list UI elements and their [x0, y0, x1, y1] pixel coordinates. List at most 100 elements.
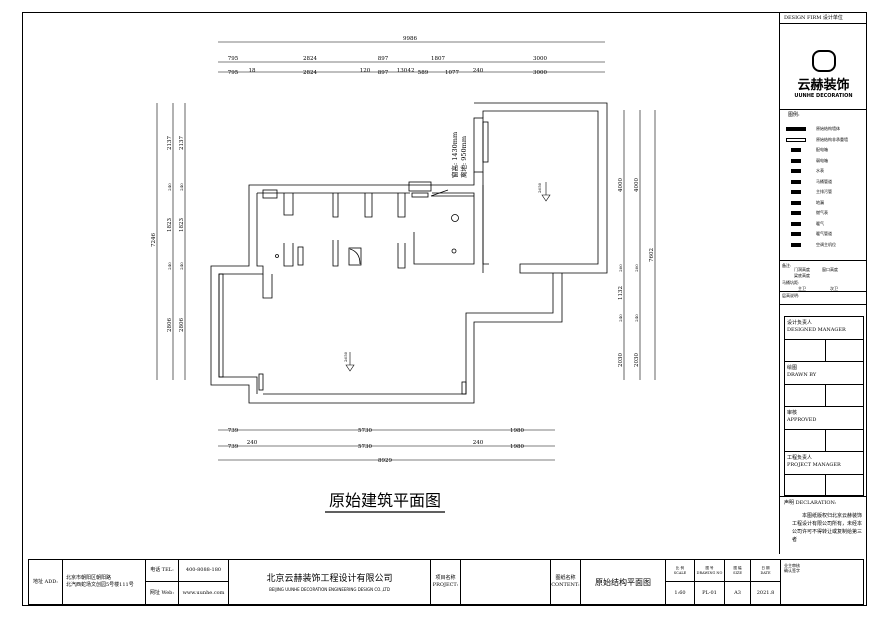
dim-label: 3000: [533, 70, 547, 76]
dim-label: 2030: [618, 353, 624, 367]
window-note: 窗高: 1430mm: [450, 132, 459, 178]
dim-label: 589: [418, 70, 429, 76]
legend-item: 原始结构非承重墙: [786, 135, 866, 146]
legend-symbol-icon: [786, 137, 806, 142]
dim-label: 3000: [533, 56, 547, 62]
legend-label: 配电箱: [816, 147, 828, 153]
legend-symbol-icon: [791, 158, 801, 163]
legend-item: 燃气表: [786, 208, 866, 219]
left-dimension-labels: 7246 2137 240 1823 240 2806 2137 240 182…: [151, 136, 185, 332]
dim-label: 2137: [167, 136, 173, 150]
dim-label: 1980: [510, 428, 524, 434]
legend-label: 燃气表: [816, 210, 828, 216]
dim-label: 240: [179, 183, 184, 191]
dim-label: 2806: [179, 318, 185, 332]
legend-item: 暖气: [786, 219, 866, 230]
legend-label: 水表: [816, 168, 824, 174]
dim-label: 739: [228, 428, 239, 434]
declaration-text: 本图纸版权归北京云赫装饰工程设计有限公司所有，未经本公司许可不得转让或复制给第三…: [792, 513, 863, 543]
note: 窗口高度: [822, 267, 838, 272]
tel-value: 400-8088-180: [179, 560, 229, 582]
dim-label: 42: [408, 68, 415, 74]
note: 层高说明:: [782, 293, 800, 298]
legend-label: 原始结构墙体: [816, 126, 840, 132]
dim-label: 130: [397, 68, 408, 74]
dim-label: 200: [618, 264, 623, 272]
dim-label: 897: [378, 56, 389, 62]
dim-label: 1132: [618, 286, 624, 300]
notes-label: 备注:: [782, 263, 792, 268]
dimension-labels: 9986 795 2824 897 1807 3000 795 18 2824 …: [228, 36, 548, 76]
dim-label: 240: [618, 314, 623, 322]
drawing-no-value: PL-01: [695, 582, 725, 604]
ceiling-height-label: 2650: [537, 182, 542, 193]
dim-label: 240: [473, 68, 484, 74]
signature-field[interactable]: [785, 340, 863, 362]
web-value: www.uunhe.com: [179, 582, 229, 604]
legend: 原始结构墙体原始结构非承重墙配电箱弱电箱水表马桶管道主排污管地漏燃气表暖气暖气管…: [786, 124, 866, 250]
tel-label: 电话 TEL:: [146, 560, 179, 582]
dim-label: 739: [228, 444, 239, 450]
dim-label: 8929: [378, 458, 392, 464]
floor-plan: 2650 2650 窗高: 1430mm 离地: 950mm 9986 795 …: [151, 36, 656, 513]
legend-title: 图例:: [788, 112, 800, 118]
dim-label: 9986: [403, 36, 417, 42]
dim-label: 240: [167, 183, 172, 191]
window: [473, 117, 484, 173]
legend-item: 配电箱: [786, 145, 866, 156]
date-label: 日 期 DATE: [751, 560, 781, 582]
content-label: 图纸名称 CONTENT:: [551, 560, 581, 604]
note: 门洞高度: [794, 267, 810, 272]
legend-symbol-icon: [791, 169, 801, 174]
legend-symbol-icon: [791, 179, 801, 184]
signature-field[interactable]: [785, 385, 863, 407]
content-value: 原始结构平面图: [581, 560, 666, 604]
legend-symbol-icon: [791, 232, 801, 237]
dim-label: 18: [249, 68, 256, 74]
drawing-frame: [22, 12, 867, 606]
dimension-lines: [156, 41, 656, 461]
legend-symbol-icon: [791, 242, 801, 247]
legend-label: 马桶管道: [816, 178, 832, 184]
address-label: 地址 ADD:: [29, 560, 63, 604]
title-block: 地址 ADD: 北京市朝阳区朝阳路北汽西蛇场文创园5号楼111号 电话 TEL:…: [28, 559, 864, 605]
legend-label: 原始结构非承重墙: [816, 136, 848, 142]
dim-label: 240: [247, 440, 258, 446]
note: 次卫: [830, 286, 838, 291]
walls: [210, 102, 608, 404]
drawing-no-label: 图 号 DRAWING NO: [695, 560, 725, 582]
dim-label: 240: [473, 440, 484, 446]
ceiling-height-label: 2650: [343, 351, 348, 362]
size-value: A3: [725, 582, 751, 604]
scale-value: 1:60: [666, 582, 695, 604]
logo: 云赫装饰 UUNHE DECORATION: [780, 24, 867, 110]
signature-field[interactable]: [785, 475, 863, 497]
dim-label: 1823: [179, 218, 185, 232]
scale-label: 比 例 SCALE: [666, 560, 695, 582]
legend-item: 暖气管道: [786, 229, 866, 240]
legend-label: 主排污管: [816, 189, 832, 195]
legend-item: 马桶管道: [786, 177, 866, 188]
dim-label: 5730: [358, 428, 372, 434]
dim-label: 795: [228, 56, 239, 62]
legend-label: 空调主机位: [816, 241, 836, 247]
dim-label: 7602: [649, 248, 655, 262]
bottom-dimension-labels: 739 5730 1980 739 240 5730 240 1980 8929: [228, 428, 525, 464]
legend-item: 弱电箱: [786, 156, 866, 167]
dim-label: 2824: [303, 70, 317, 76]
dim-label: 7246: [151, 233, 157, 247]
owner-approval: 业主审核 确认签字: [784, 563, 800, 573]
design-firm-label: DESIGN FIRM 设计单位: [780, 12, 867, 24]
dim-label: 897: [378, 70, 389, 76]
window-note: 离地: 950mm: [459, 136, 468, 178]
dim-label: 120: [360, 68, 371, 74]
legend-item: 原始结构墙体: [786, 124, 866, 135]
legend-symbol-icon: [791, 221, 801, 226]
signature-field[interactable]: [785, 430, 863, 452]
ceiling-markers: [345, 182, 551, 372]
dim-label: 240: [167, 262, 172, 270]
